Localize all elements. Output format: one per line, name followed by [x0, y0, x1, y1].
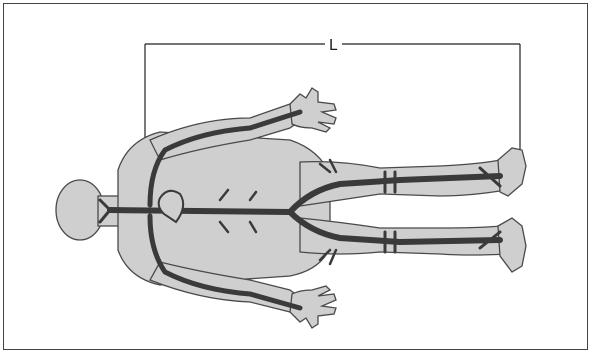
lower-foot [498, 218, 526, 272]
head [56, 180, 104, 240]
length-label: L [329, 36, 338, 54]
upper-hand [290, 88, 336, 132]
aorta-trunk [110, 210, 290, 212]
upper-leg [300, 160, 506, 206]
upper-foot [498, 148, 526, 196]
